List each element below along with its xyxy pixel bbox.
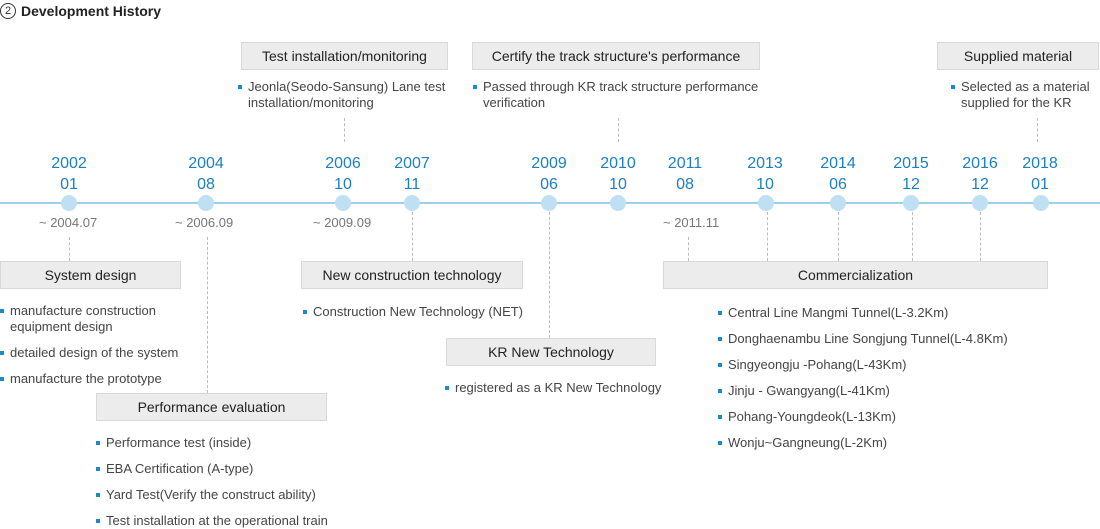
timeline-dot: [61, 195, 77, 211]
list-item: Jeonla(Seodo-Sansung) Lane test installa…: [238, 79, 453, 111]
timeline-dot: [541, 195, 557, 211]
list-item: Singyeongju -Pohang(L-43Km): [718, 357, 1038, 373]
system-design-list: manufacture construction equipment desig…: [0, 303, 180, 387]
timeline-dot: [1033, 195, 1049, 211]
event-title-certify: Certify the track structure's performanc…: [472, 42, 760, 70]
timeline-dot: [830, 195, 846, 211]
list-item: Construction New Technology (NET): [303, 304, 543, 320]
section-heading: 2 Development History: [0, 0, 161, 22]
section-number-badge: 2: [0, 3, 16, 19]
performance-list: Performance test (inside) EBA Certificat…: [96, 435, 346, 529]
connector-line: [412, 212, 413, 261]
list-item: Performance test (inside): [96, 435, 346, 451]
event-title-kr-new-tech: KR New Technology: [446, 338, 656, 366]
list-item: Wonju~Gangneung(L-2Km): [718, 435, 1038, 451]
connector-line: [838, 212, 839, 261]
list-item: Test installation at the operational tra…: [96, 513, 346, 529]
event-title-performance: Performance evaluation: [96, 393, 327, 421]
section-title: Development History: [21, 3, 162, 19]
event-title-commercialization: Commercialization: [663, 261, 1048, 289]
connector-line: [549, 212, 550, 338]
list-item: EBA Certification (A-type): [96, 461, 346, 477]
timeline-dot: [610, 195, 626, 211]
timeline-dot: [198, 195, 214, 211]
range-label: ~ 2009.09: [313, 215, 372, 230]
event-title-new-construction: New construction technology: [301, 261, 523, 289]
test-installation-list: Jeonla(Seodo-Sansung) Lane test installa…: [238, 79, 453, 111]
list-item: Yard Test(Verify the construct ability): [96, 487, 346, 503]
connector-line: [980, 212, 981, 261]
list-item: detailed design of the system: [0, 345, 180, 361]
connector-line: [69, 237, 70, 261]
list-item: Central Line Mangmi Tunnel(L-3.2Km): [718, 305, 1038, 321]
certify-list: Passed through KR track structure perfor…: [473, 79, 773, 111]
list-item: Passed through KR track structure perfor…: [473, 79, 773, 111]
list-item: Pohang-Youngdeok(L-13Km): [718, 409, 1038, 425]
list-item: manufacture the prototype: [0, 371, 180, 387]
event-title-supplied: Supplied material: [937, 42, 1099, 70]
range-label: ~ 2006.09: [175, 215, 234, 230]
list-item: Selected as a material supplied for the …: [951, 79, 1096, 111]
new-construction-list: Construction New Technology (NET): [303, 304, 543, 320]
connector-line: [207, 237, 208, 393]
kr-new-tech-list: registered as a KR New Technology: [445, 380, 675, 396]
timeline-dot: [903, 195, 919, 211]
connector-line: [344, 118, 345, 142]
connector-line: [767, 212, 768, 261]
connector-line: [618, 118, 619, 142]
list-item: registered as a KR New Technology: [445, 380, 675, 396]
list-item: manufacture construction equipment desig…: [0, 303, 180, 335]
timeline-dot: [404, 195, 420, 211]
range-label: ~ 2004.07: [39, 215, 98, 230]
supplied-list: Selected as a material supplied for the …: [951, 79, 1096, 111]
range-label: ~ 2011.11: [663, 215, 720, 230]
commercialization-list: Central Line Mangmi Tunnel(L-3.2Km) Dong…: [718, 305, 1038, 451]
list-item: Jinju - Gwangyang(L-41Km): [718, 383, 1038, 399]
event-title-test-installation: Test installation/monitoring: [241, 42, 448, 70]
list-item: Donghaenambu Line Songjung Tunnel(L-4.8K…: [718, 331, 1038, 347]
timeline-dot: [335, 195, 351, 211]
connector-line: [912, 212, 913, 261]
connector-line: [688, 237, 689, 261]
event-title-system-design: System design: [0, 261, 181, 289]
connector-line: [1037, 118, 1038, 142]
timeline-dot: [758, 195, 774, 211]
timeline-dot: [972, 195, 988, 211]
